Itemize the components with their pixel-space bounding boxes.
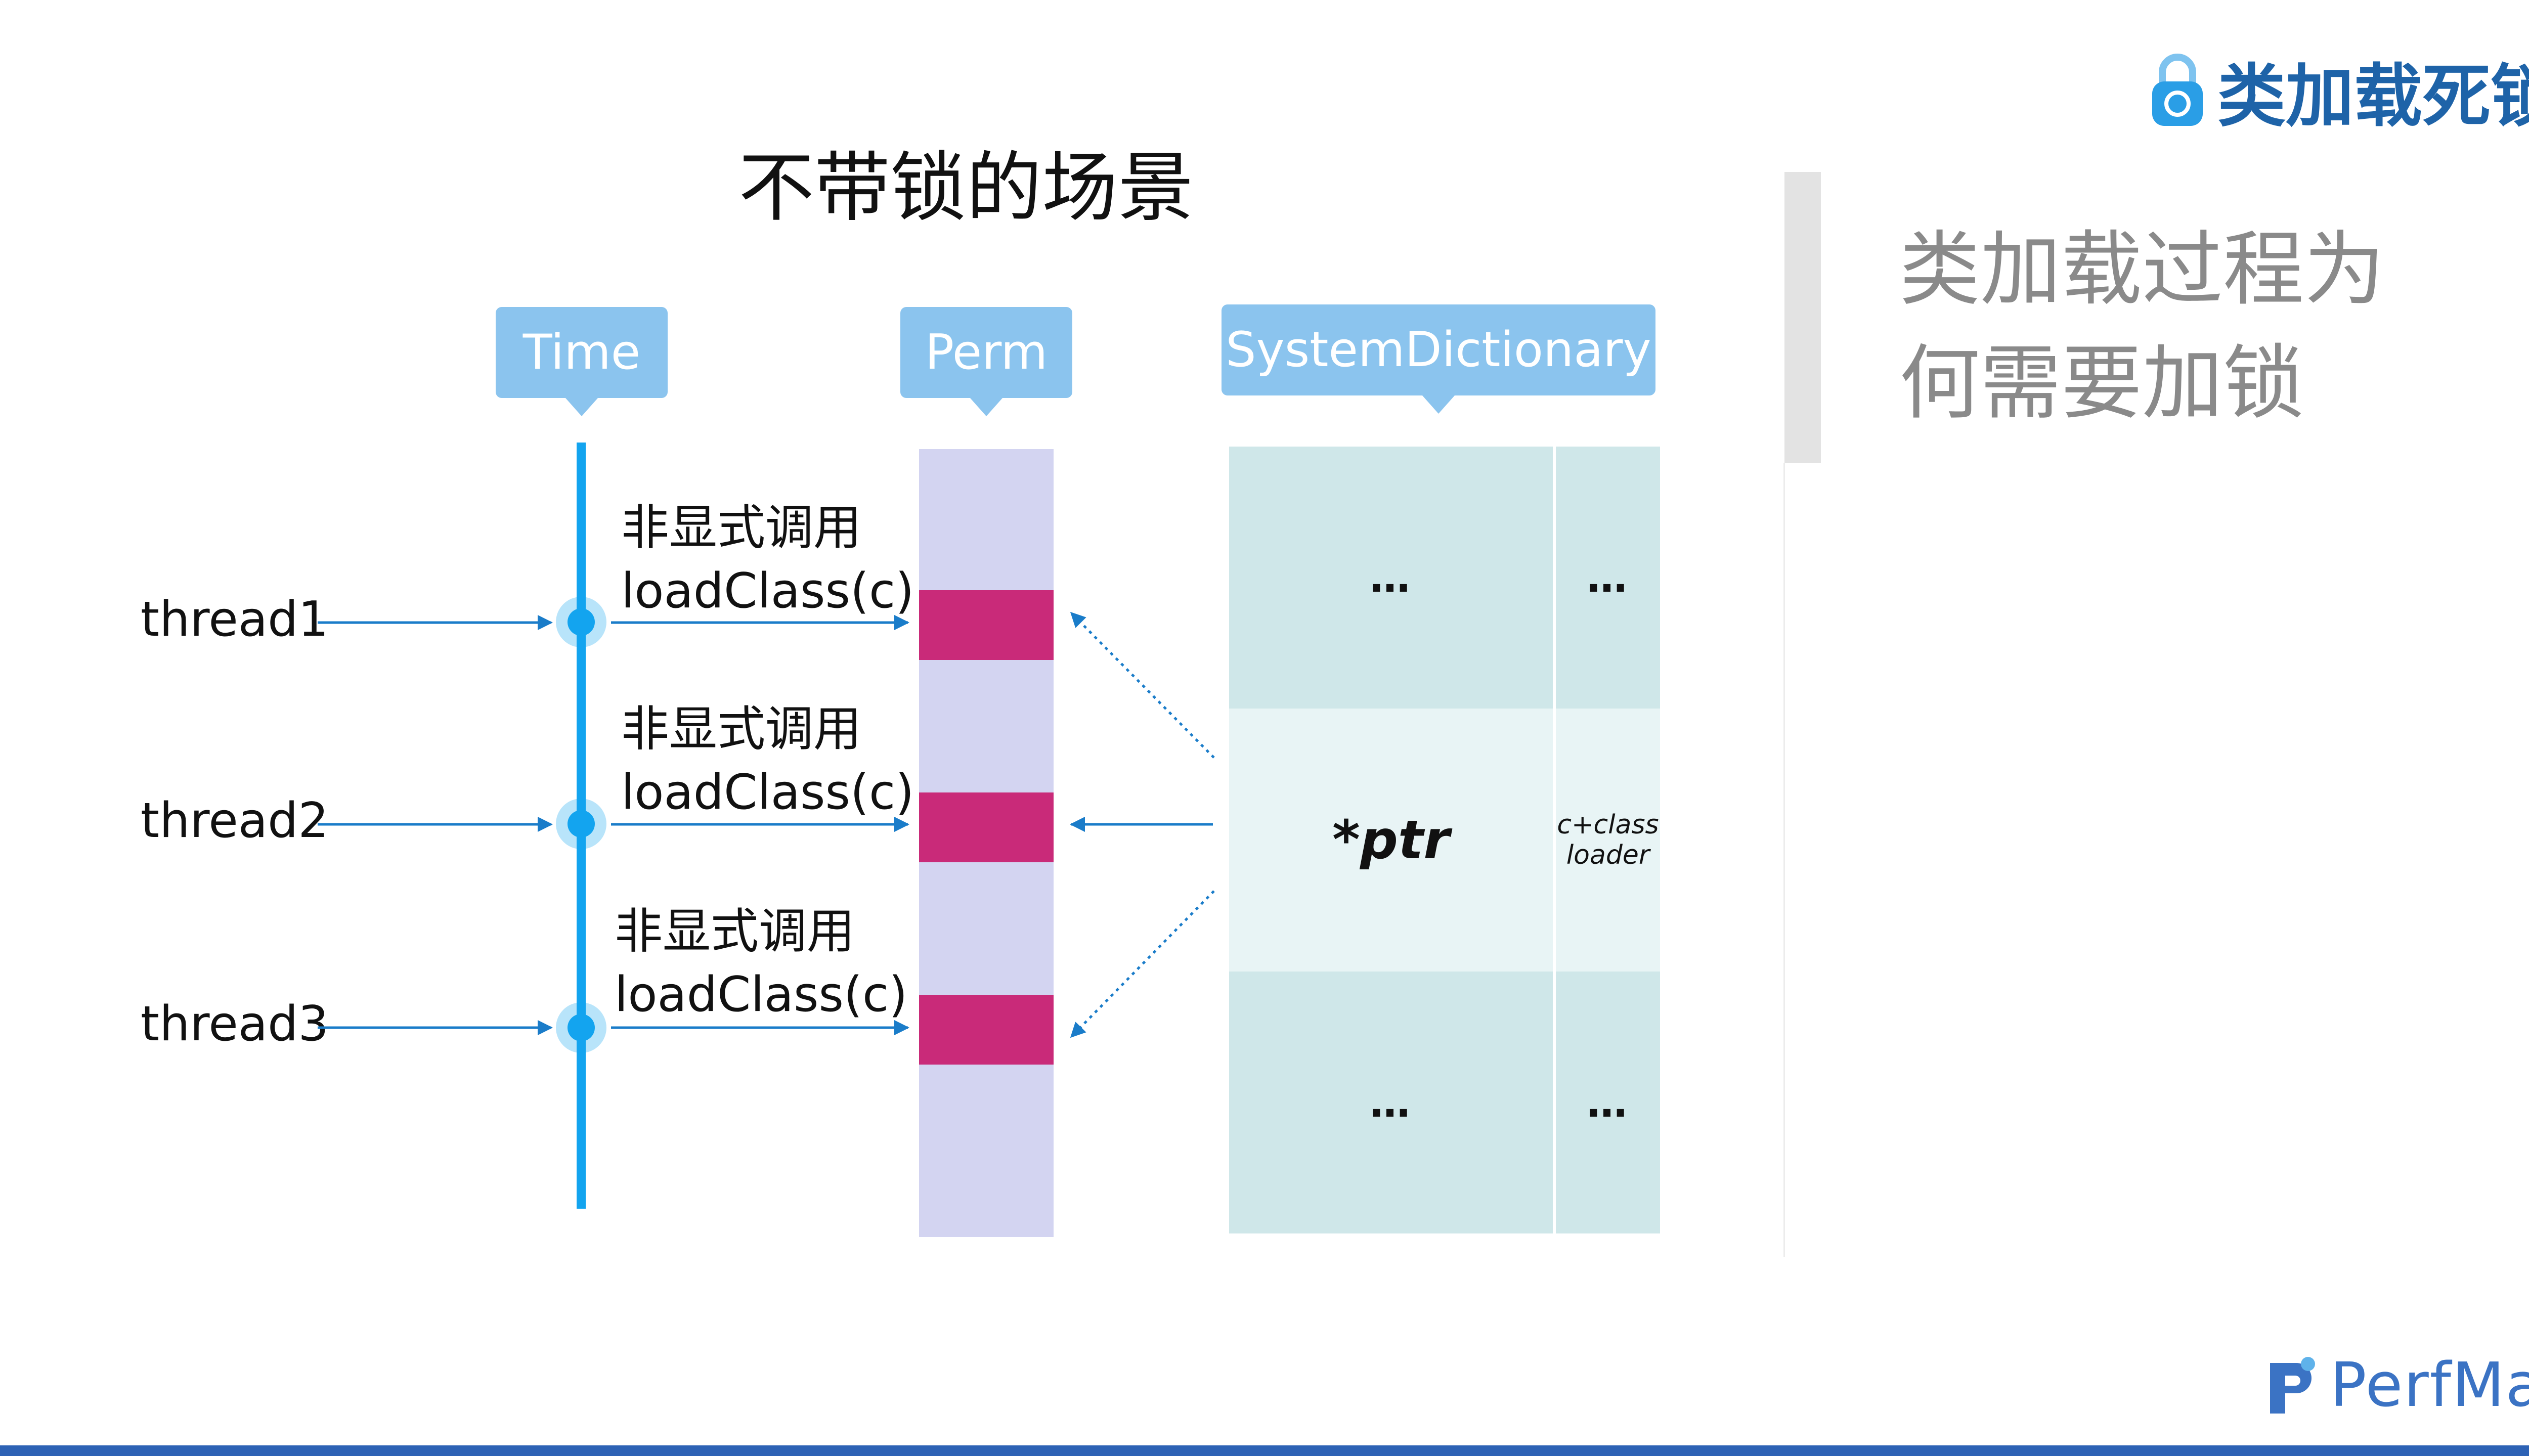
perm-block-2 (919, 792, 1054, 862)
timeline-point-3 (568, 1014, 595, 1041)
dict-to-perm-arrow-up (1070, 611, 1215, 759)
dict-value-2: c+class loader (1557, 810, 1659, 870)
call-text-2: 非显式调用 loadClass(c) (621, 698, 914, 824)
dict-key-1: … (1370, 554, 1412, 601)
perm-label: Perm (900, 307, 1072, 416)
dict-to-perm-arrow-down (1070, 890, 1215, 1038)
side-divider (1784, 172, 1821, 463)
dict-value-cell-1: … (1556, 447, 1660, 709)
call-text-1-line2: loadClass(c) (621, 563, 914, 619)
timeline-point-2 (568, 810, 595, 837)
dict-key-cell-1: … (1229, 447, 1553, 709)
call-text-2-line1: 非显式调用 (621, 701, 862, 757)
lock-icon (2152, 54, 2203, 126)
side-question: 类加载过程为 何需要加锁 (1899, 212, 2385, 440)
thread-label-3: thread3 (141, 996, 329, 1052)
system-dictionary-label: SystemDictionary (1222, 304, 1655, 414)
call-text-3-line2: loadClass(c) (615, 967, 908, 1023)
call-text-1-line1: 非显式调用 (621, 500, 862, 556)
dict-key-3: … (1370, 1079, 1412, 1126)
thread-label-1: thread1 (141, 592, 329, 647)
side-rule (1783, 463, 1785, 1257)
brand-header: 类加载死锁 (2150, 40, 2529, 140)
time-label: Time (496, 307, 668, 416)
dict-value-2-line1: c+class (1557, 810, 1659, 840)
dict-key-cell-2: *ptr (1229, 709, 1553, 972)
perm-block-1 (919, 590, 1054, 660)
dict-key-cell-3: … (1229, 972, 1553, 1233)
footer-bar (0, 1445, 2529, 1456)
call-text-3-line1: 非显式调用 (615, 904, 855, 959)
dict-value-2-line2: loader (1566, 840, 1650, 870)
side-line-1: 类加载过程为 (1899, 222, 2385, 317)
dict-value-3: … (1587, 1079, 1629, 1126)
dict-value-cell-2: c+class loader (1556, 709, 1660, 972)
dict-value-cell-3: … (1556, 972, 1660, 1233)
brand-title: 类加载死锁 (2217, 57, 2529, 136)
slide-title: 不带锁的场景 (738, 144, 1194, 232)
perm-block-3 (919, 995, 1054, 1065)
thread-label-2: thread2 (141, 793, 329, 849)
perfma-logo-text: PerfMa (2330, 1350, 2529, 1421)
call-text-3: 非显式调用 loadClass(c) (615, 900, 907, 1027)
dict-value-1: … (1587, 554, 1629, 601)
perfma-logo-icon (2270, 1356, 2316, 1414)
dict-key-2: *ptr (1332, 809, 1450, 871)
side-line-2: 何需要加锁 (1899, 336, 2304, 430)
call-text-2-line2: loadClass(c) (621, 765, 914, 820)
perfma-logo: PerfMa (2265, 1350, 2529, 1421)
timeline-point-1 (568, 608, 595, 636)
call-text-1: 非显式调用 loadClass(c) (621, 497, 914, 623)
